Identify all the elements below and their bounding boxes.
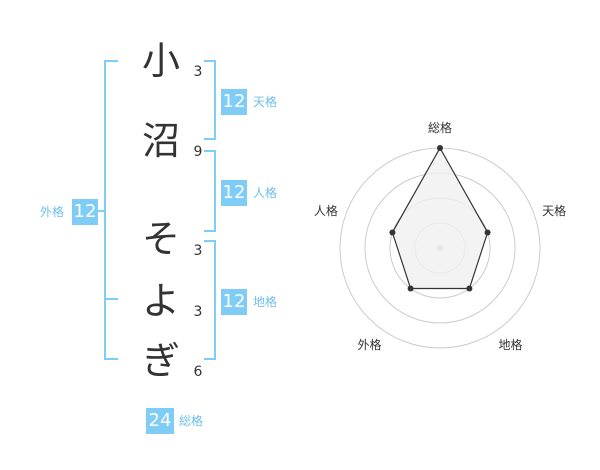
stroke-count-1: 3 [193, 64, 203, 80]
tenkaku-label: 天格 [253, 95, 278, 109]
name-breakdown: 小 沼 そ よ ぎ 3 9 3 3 6 12 天格 12 人格 12 地格 外格… [40, 39, 278, 434]
radar-point-3 [407, 285, 414, 292]
jinkaku-badge: 12 [221, 180, 247, 206]
radar-axis-label-3: 外格 [357, 337, 381, 352]
gaikaku-label: 外格 [40, 205, 65, 219]
name-char-5: ぎ [141, 339, 180, 383]
stroke-count-5: 6 [193, 364, 203, 380]
name-char-4: よ [141, 279, 180, 323]
radar-point-2 [466, 285, 473, 292]
gaikaku-connector [92, 210, 104, 212]
soukaku-label: 総格 [179, 414, 204, 428]
radar-axis-label-2: 地格 [499, 337, 523, 352]
gaikaku-bracket [104, 60, 118, 360]
name-char-2: 沼 [141, 119, 180, 163]
jinkaku-label: 人格 [253, 186, 278, 200]
radar-polygon [391, 146, 489, 290]
soukaku-badge: 24 [146, 408, 174, 434]
radar-point-4 [389, 229, 396, 236]
radar-axis-label-4: 人格 [314, 203, 338, 218]
stroke-count-2: 9 [193, 144, 203, 160]
stroke-count-4: 3 [193, 304, 203, 320]
chikaku-bracket [204, 240, 216, 360]
jinkaku-bracket [204, 150, 216, 232]
radar-point-1 [484, 229, 491, 236]
radar-axis-label-0: 総格 [428, 120, 452, 135]
radar-axis-label-1: 天格 [542, 203, 566, 218]
gaikaku-badge: 12 [72, 199, 98, 225]
stroke-count-3: 3 [193, 243, 203, 259]
name-char-3: そ [141, 217, 180, 261]
gaikaku-bracket-tick [104, 298, 118, 300]
radar-point-0 [437, 145, 443, 151]
chikaku-label: 地格 [253, 295, 278, 309]
name-char-1: 小 [141, 39, 180, 83]
chikaku-badge: 12 [221, 289, 247, 315]
tenkaku-badge: 12 [221, 89, 247, 115]
tenkaku-bracket [204, 60, 216, 140]
